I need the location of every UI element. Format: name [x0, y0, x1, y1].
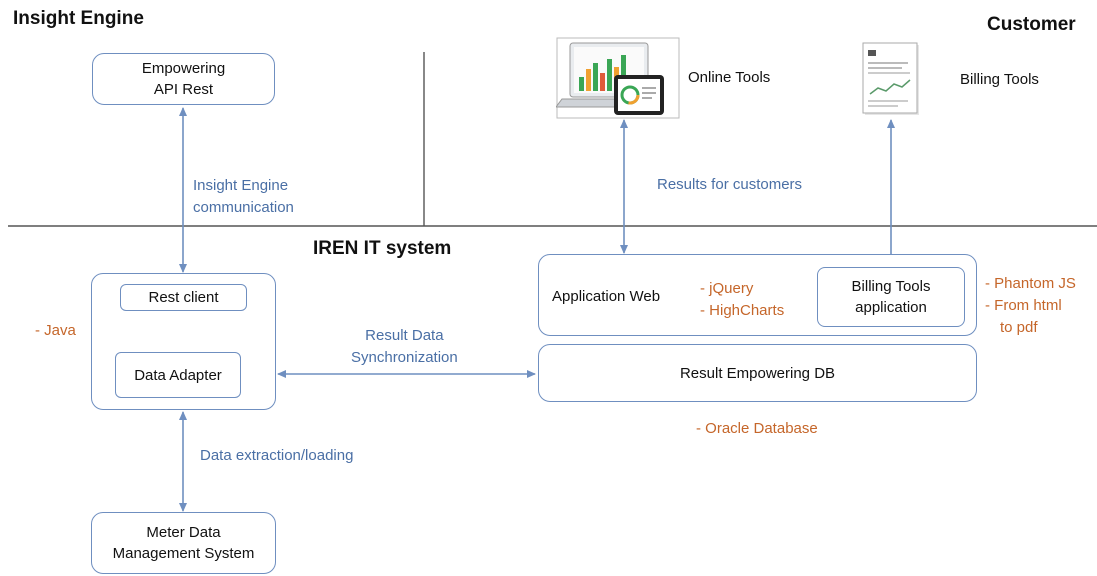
- empowering-api-rest-line2: API Rest: [153, 81, 214, 98]
- insight-communication-line2: communication: [193, 199, 294, 216]
- result-empowering-db-box: Result Empowering DB: [538, 344, 977, 402]
- meter-data-line1: Meter Data: [146, 524, 221, 541]
- meter-data-management-box: Meter Data Management System: [91, 512, 276, 574]
- billing-tools-app-line2: application: [855, 299, 927, 316]
- oracle-database-note: - Oracle Database: [696, 420, 818, 437]
- laptop-tablet-icon: [555, 37, 680, 119]
- phantom-js-note: - Phantom JS: [985, 275, 1076, 292]
- java-note: - Java: [35, 322, 76, 339]
- insight-engine-zone-title: Insight Engine: [13, 8, 144, 29]
- result-sync-line2: Synchronization: [351, 349, 458, 366]
- data-extraction-label: Data extraction/loading: [200, 447, 354, 464]
- billing-tools-image: [862, 42, 920, 116]
- application-web-label: Application Web: [552, 288, 661, 305]
- billing-tools-application-box: Billing Tools application: [817, 267, 965, 327]
- result-sync-label: Result Data Synchronization: [351, 325, 458, 369]
- result-empowering-db-label: Result Empowering DB: [679, 364, 836, 382]
- rest-client-box: Rest client: [120, 284, 247, 311]
- customer-zone-title: Customer: [987, 14, 1076, 35]
- meter-data-line2: Management System: [112, 545, 255, 562]
- application-web-tech: - jQuery - HighCharts: [700, 278, 784, 322]
- highcharts-note: - HighCharts: [700, 302, 785, 319]
- from-html-note: - From html: [985, 297, 1062, 314]
- insight-communication-line1: Insight Engine: [193, 177, 289, 194]
- rest-client-label: Rest client: [148, 289, 219, 306]
- jquery-note: - jQuery: [700, 280, 754, 297]
- result-sync-line1: Result Data: [365, 327, 444, 344]
- online-tools-image: [555, 37, 680, 119]
- iren-system-title: IREN IT system: [313, 238, 452, 259]
- billing-tools-label: Billing Tools: [960, 71, 1039, 88]
- to-pdf-note: to pdf: [1000, 319, 1038, 336]
- data-adapter-label: Data Adapter: [134, 366, 222, 384]
- invoice-document-icon: [862, 42, 919, 115]
- insight-communication-label: Insight Engine communication: [193, 175, 294, 219]
- empowering-api-rest-line1: Empowering: [141, 60, 226, 77]
- billing-tools-app-line1: Billing Tools: [851, 278, 931, 295]
- data-adapter-box: Data Adapter: [115, 352, 241, 398]
- online-tools-label: Online Tools: [688, 69, 771, 86]
- billing-tech-notes: - Phantom JS - From html to pdf: [985, 273, 1076, 339]
- empowering-api-rest-box: Empowering API Rest: [92, 53, 275, 105]
- results-for-customers-label: Results for customers: [657, 176, 803, 193]
